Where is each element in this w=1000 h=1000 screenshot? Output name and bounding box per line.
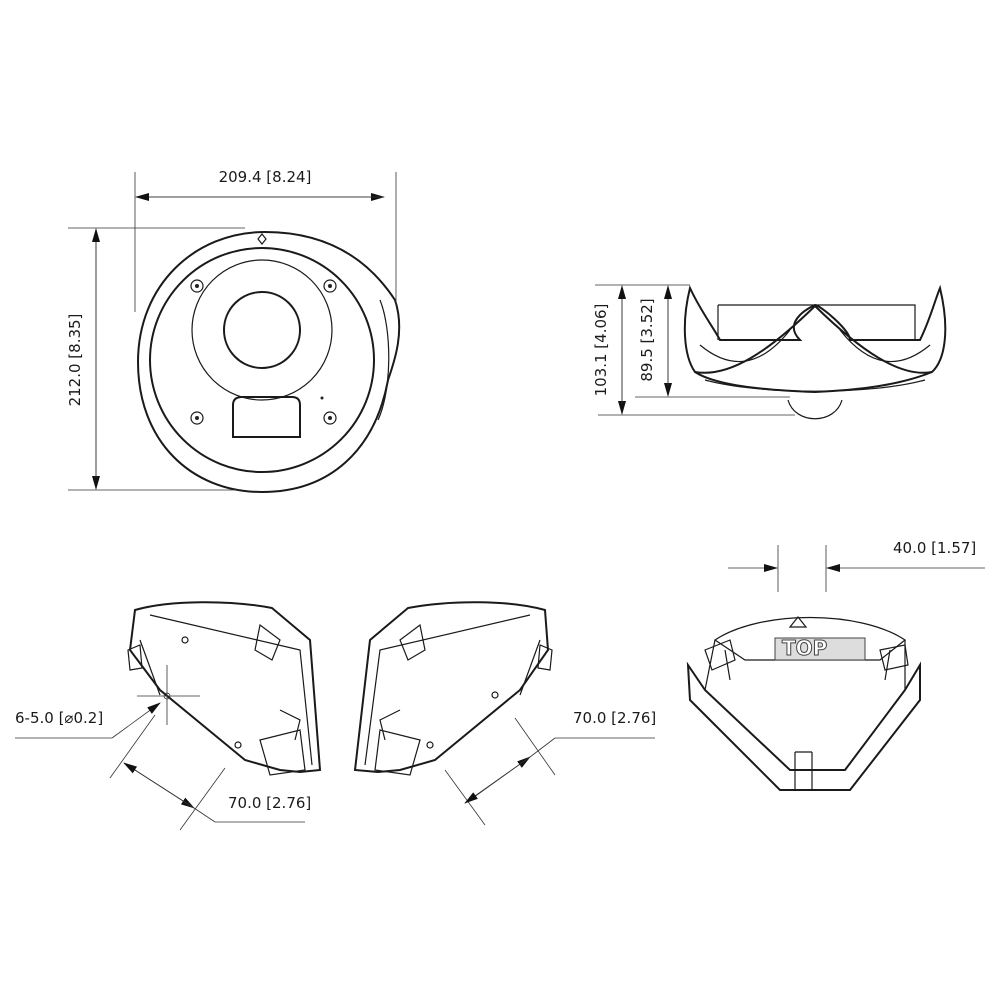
right-spacing-label: 70.0 [2.76] <box>573 709 656 727</box>
top-marking: TOP <box>782 636 827 660</box>
left-spacing-label: 70.0 [2.76] <box>228 794 311 812</box>
right-bracket-view <box>353 601 553 776</box>
hole-label: 6-5.0 [⌀0.2] <box>15 709 103 727</box>
screw-icons <box>190 279 337 425</box>
side-body-height-label: 89.5 [3.52] <box>638 298 656 381</box>
top-bracket-view <box>686 545 985 791</box>
gap-label: 40.0 [1.57] <box>893 539 976 557</box>
side-overall-height-label: 103.1 [4.06] <box>592 304 610 397</box>
side-view <box>595 284 947 420</box>
bracket-dimensions <box>15 665 655 831</box>
front-width-label: 209.4 [8.24] <box>219 168 312 186</box>
front-height-label: 212.0 [8.35] <box>66 314 84 407</box>
left-bracket-view <box>127 601 322 776</box>
front-view <box>68 172 401 494</box>
